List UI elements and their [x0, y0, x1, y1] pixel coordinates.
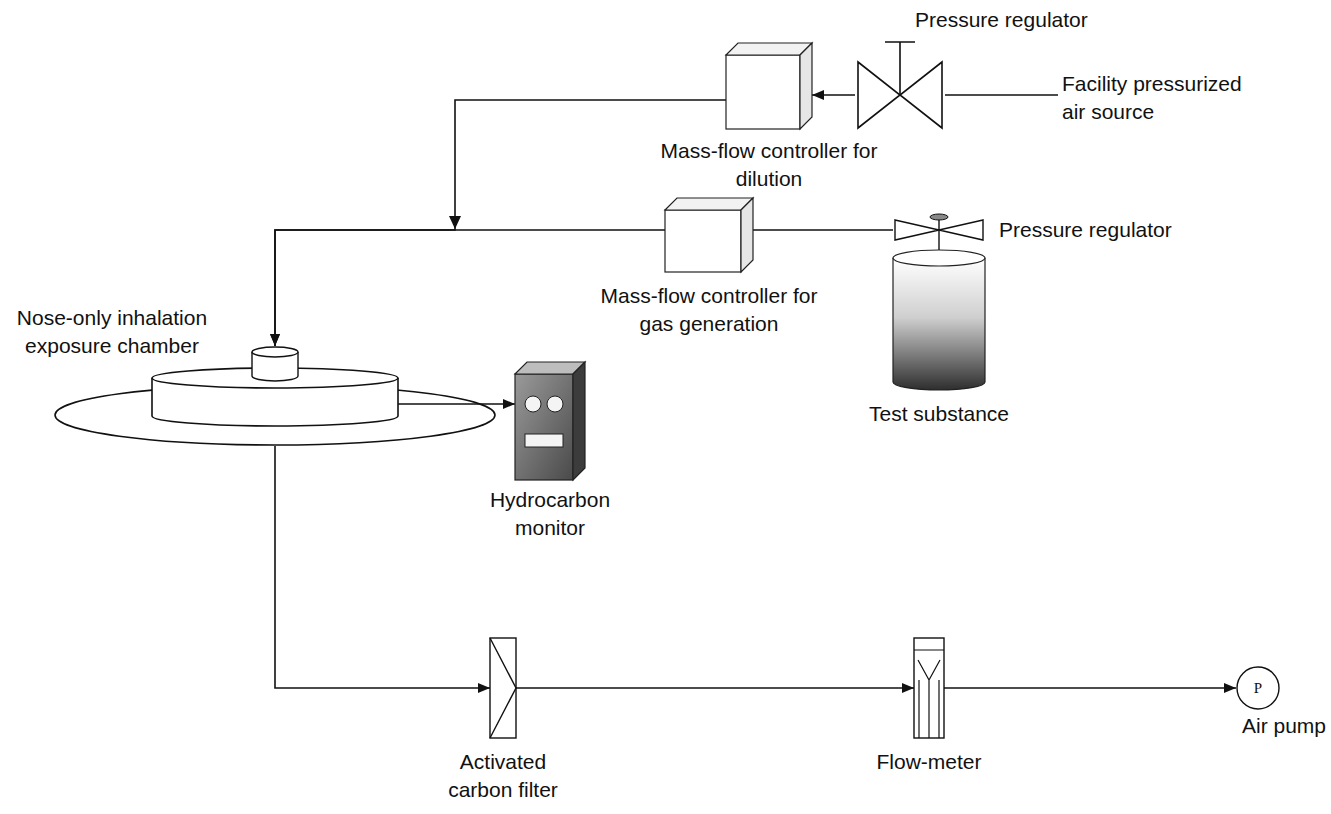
hydrocarbon-monitor-shape: [525, 434, 563, 447]
hydrocarbon-monitor-shape: [573, 362, 585, 480]
mass-flow-controller-shape: [800, 43, 812, 129]
pressure-regulator-valve: Pressure regulator: [855, 40, 945, 130]
pressure-regulator: Pressure regulator: [893, 214, 985, 246]
flow-meter-shape: [914, 650, 944, 738]
air-supply-line: [945, 94, 1058, 96]
mass-flow-controller: Mass-flow controller for gas generation: [665, 198, 753, 272]
flow-line: [275, 446, 490, 688]
flow-meter-shape: [914, 638, 944, 738]
gas-cylinder-shape: [893, 250, 985, 390]
flow-meter-shape: [914, 638, 944, 738]
pressure-regulator-valve-shape: [900, 62, 942, 128]
pressure-regulator-shape: [930, 214, 948, 220]
mass-flow-controller-shape: [665, 198, 753, 272]
pressure-regulator-shape: [893, 214, 985, 246]
mass-flow-controller: Mass-flow controller for dilution: [726, 43, 812, 129]
flow-meter-label: Flow-meter: [876, 748, 981, 776]
pressure-regulator-label: Pressure regulator: [999, 216, 1172, 244]
flow-line: [944, 687, 1236, 689]
exposure-chamber-label: Nose-only inhalation exposure chamber: [6, 304, 218, 360]
gas-cylinder-shape: [893, 250, 985, 266]
mass-flow-controller-shape: [726, 43, 812, 55]
pressure-regulator-shape: [895, 220, 939, 240]
pressure-regulator-valve-shape: [855, 40, 945, 130]
mass-flow-controller-shape: [665, 198, 753, 210]
pressure-regulator-valve-label: Pressure regulator: [915, 6, 1088, 34]
hydrocarbon-monitor: Hydrocarbon monitor: [515, 362, 585, 480]
mass-flow-controller-label: Mass-flow controller for gas generation: [599, 282, 819, 338]
mass-flow-controller-label: Mass-flow controller for dilution: [659, 137, 879, 193]
hydrocarbon-monitor-shape: [515, 362, 585, 480]
gas-cylinder-shape: [893, 258, 985, 390]
mass-flow-controller-shape: [741, 198, 753, 272]
exposure-chamber: Nose-only inhalation exposure chamber: [152, 346, 398, 446]
hydrocarbon-monitor-shape: [525, 396, 541, 412]
hydrocarbon-monitor-label: Hydrocarbon monitor: [465, 486, 635, 542]
carbon-filter-shape: [490, 638, 516, 738]
mass-flow-controller-shape: [665, 210, 741, 272]
pressure-regulator-valve-shape: [858, 62, 900, 128]
flow-meter: Flow-meter: [914, 638, 944, 738]
carbon-filter: Activated carbon filter: [490, 638, 516, 738]
mass-flow-controller-shape: [726, 55, 800, 129]
mass-flow-controller-shape: [726, 43, 812, 129]
flow-line: [275, 100, 726, 346]
exposure-chamber-shape: [252, 347, 298, 357]
air-pump: PAir pump: [1236, 666, 1280, 710]
pressure-regulator-shape: [938, 230, 939, 250]
carbon-filter-shape: [490, 638, 516, 738]
air-pump-shape: [1237, 667, 1279, 709]
hydrocarbon-monitor-shape: [515, 374, 573, 480]
source-label: Facility pressurized air source: [1062, 70, 1267, 126]
pressure-regulator-shape: [939, 220, 983, 240]
carbon-filter-label: Activated carbon filter: [438, 748, 568, 804]
flow-line: [812, 94, 855, 96]
flow-line: [398, 403, 515, 405]
hydrocarbon-monitor-shape: [547, 396, 563, 412]
exposure-chamber-shape: [152, 346, 398, 446]
flow-line: [753, 229, 893, 231]
gas-cylinder-label: Test substance: [839, 400, 1039, 428]
air-pump-label: Air pump: [1242, 712, 1326, 740]
flow-line: [516, 687, 914, 689]
air-pump-label: P: [1236, 666, 1280, 710]
carbon-filter-shape: [490, 638, 516, 738]
gas-cylinder: Test substance: [893, 250, 985, 390]
